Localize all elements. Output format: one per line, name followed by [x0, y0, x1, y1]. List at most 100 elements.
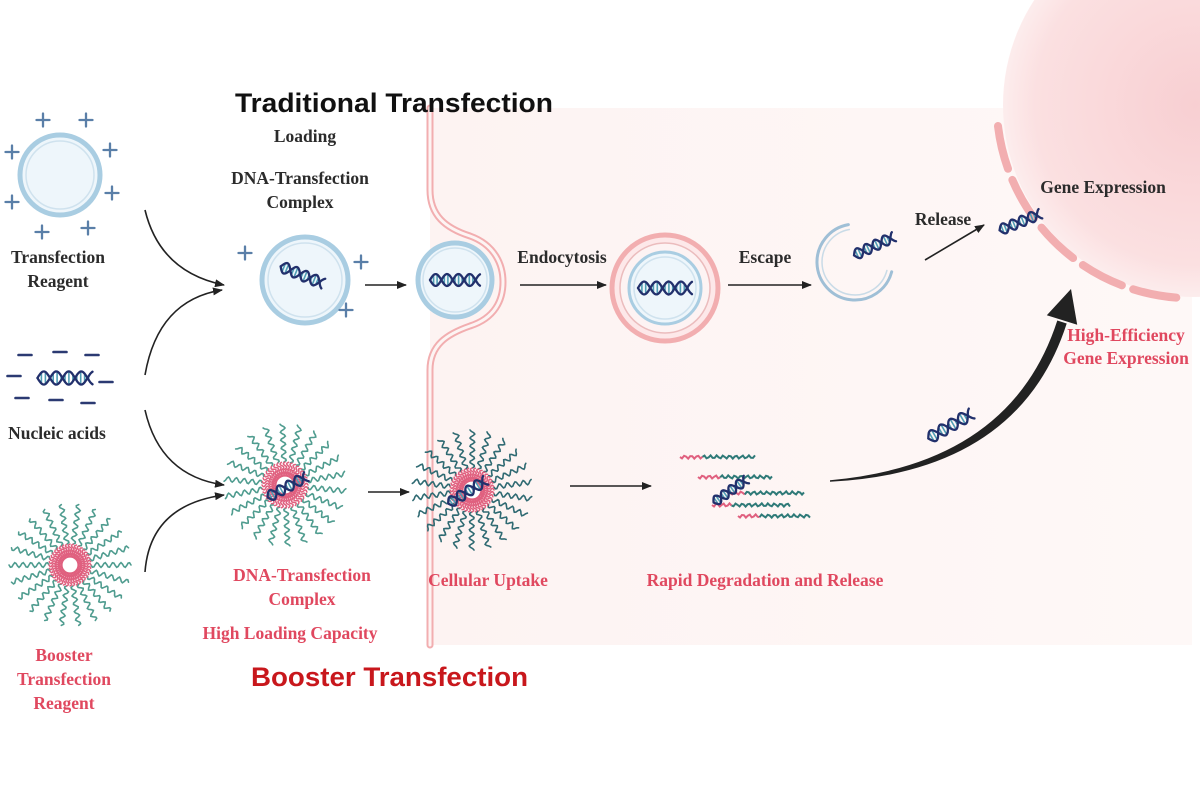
label-line: DNA-Transfection	[231, 168, 369, 188]
dna-helix-icon	[636, 280, 694, 296]
micelle-tail-strand	[58, 503, 70, 545]
booster-title: Booster Transfection	[251, 662, 528, 692]
dna-helix-icon	[266, 471, 310, 501]
micelle-tail-strand	[89, 569, 130, 584]
micelle-tail-strand	[262, 427, 281, 464]
micelle-tail-strand	[223, 475, 263, 486]
degradation-release-label: Rapid Degradation and Release	[647, 570, 884, 590]
micelle-core-strand	[52, 568, 65, 579]
nucleic-acids-label: Nucleic acids	[8, 423, 106, 443]
micelle-core-strand	[282, 493, 288, 509]
micelle-core-strand	[76, 566, 91, 573]
dna-base-pair	[286, 480, 293, 491]
broken-vesicle-outer	[815, 223, 894, 302]
dna-helix-icon	[447, 474, 490, 507]
arrow-shaft	[830, 320, 1067, 482]
arrow-nucleic-to-booster-complex	[144, 409, 225, 488]
label-line: Transfection	[11, 247, 105, 267]
micelle-core-strand	[261, 479, 277, 486]
micelle-core-strand	[69, 572, 76, 587]
micelle-tail-strand	[29, 579, 57, 613]
dna-backbone-strand	[636, 280, 694, 296]
dna-base-pair	[466, 485, 474, 496]
micelle-core-strand	[449, 487, 464, 493]
dna-backbone-strand	[428, 272, 482, 288]
micelle-tail-strand	[452, 432, 469, 470]
micelle-tail-strand	[77, 508, 97, 547]
micelle-core-strand	[477, 495, 489, 507]
micelle-core-strand	[49, 557, 64, 564]
arrow-head	[1046, 289, 1078, 325]
transfection-reagent-vesicle-icon	[17, 132, 103, 218]
micelle-core-strand	[261, 482, 277, 488]
booster-complex-label: DNA-Transfection Complex	[233, 565, 371, 609]
degraded-fragment	[697, 473, 773, 481]
micelle-core-strand	[284, 461, 291, 477]
dna-base-pair	[728, 484, 736, 494]
dna-base-pair	[928, 431, 935, 442]
arrow-booster-to-complex	[144, 492, 225, 573]
micelle-tail-strand	[86, 530, 123, 556]
label-line: Gene Expression	[1063, 348, 1189, 368]
micelle-core-strand	[72, 571, 82, 585]
micelle-core-strand	[287, 462, 293, 478]
degraded-fragment	[679, 453, 756, 461]
dna-backbone-strand	[447, 479, 490, 507]
micelle-tail-strand	[438, 507, 461, 543]
label-line: Reagent	[33, 693, 94, 713]
dna-base-pair	[1028, 212, 1035, 223]
arrow-nucleic-to-complex	[144, 287, 223, 376]
dna-backbone-strand	[428, 272, 482, 288]
micelle-core-strand	[480, 484, 495, 491]
dna-base-pair	[458, 490, 466, 501]
micelle-tail-strand	[17, 531, 54, 555]
micelle-core-strand	[262, 477, 278, 483]
micelle-core-strand	[65, 572, 71, 587]
micelle-core-strand	[76, 567, 90, 576]
micelle-tail-strand	[493, 478, 532, 490]
fragment-segment-pink	[697, 474, 721, 481]
arrows	[144, 209, 1078, 573]
micelle-tail-strand	[417, 496, 453, 518]
micelle-tail-strand	[475, 510, 492, 548]
micelle-core-strand	[62, 571, 69, 586]
broken-vesicle-inner	[821, 228, 888, 296]
fragment-segment-pink	[711, 501, 733, 509]
vesicle-inner-layer	[633, 256, 697, 320]
charges	[4, 112, 369, 405]
fragment-segment-pink	[737, 512, 760, 520]
micelle-core-strand	[56, 547, 67, 560]
micelle-core-strand	[76, 553, 90, 563]
micelle-tail-strand	[224, 486, 264, 500]
plus-charge-icon	[78, 112, 94, 128]
dna-backbone-strand	[279, 265, 323, 290]
micelle-core-strand	[472, 497, 481, 512]
dna-backbone-strand	[447, 474, 485, 505]
micelle-tail-strand	[8, 561, 50, 569]
micelle-core-strand	[50, 567, 64, 577]
micelle-tail-strand	[412, 490, 451, 502]
label-line: Transfection	[17, 669, 111, 689]
micelle-core-strand	[463, 468, 472, 483]
micelle-tail-strand	[76, 583, 98, 622]
micelle-core-strand	[267, 467, 280, 480]
micelle-tail-strand	[226, 460, 265, 478]
escape-label: Escape	[739, 247, 792, 267]
micelle-core-strand	[67, 543, 73, 558]
micelle-core-strand	[273, 463, 283, 478]
micelle-core-strand	[291, 489, 305, 500]
gene-expression-label: Gene Expression	[1040, 177, 1166, 197]
micelle-tail-strand	[426, 502, 457, 532]
micelle-core-strand	[76, 556, 91, 565]
micelle-core-strand	[453, 476, 466, 486]
micelle-core-strand	[471, 498, 478, 513]
plus-charge-icon	[80, 220, 96, 236]
micelle-core-strand	[52, 551, 65, 562]
micelle-core-strand	[64, 543, 71, 558]
dna-backbone-strand	[36, 370, 94, 386]
micelle-core-strand	[474, 497, 484, 511]
micelle-tail-strand	[42, 508, 64, 547]
dna-base-pair	[856, 247, 863, 258]
release-label: Release	[915, 209, 972, 229]
micelle-core-strand	[292, 488, 307, 497]
